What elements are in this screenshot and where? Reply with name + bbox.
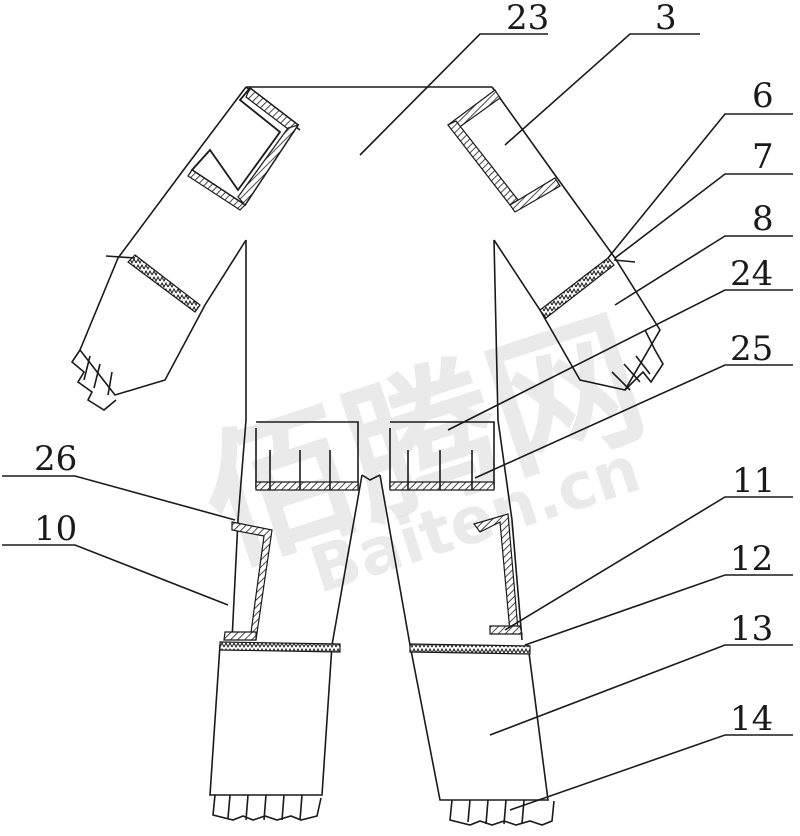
label-11: 11 <box>732 461 775 501</box>
shoulder-pad-left <box>187 86 300 211</box>
right-sleeve <box>491 86 661 391</box>
label-12: 12 <box>730 539 773 579</box>
callout-labels: 23 3 6 7 8 24 25 26 10 11 12 13 14 <box>34 0 775 739</box>
label-8: 8 <box>752 199 774 239</box>
left-elbow-band <box>105 254 201 313</box>
right-leg <box>379 474 549 801</box>
shoulder-pad-right <box>447 89 561 213</box>
label-3: 3 <box>655 0 677 38</box>
label-10: 10 <box>34 509 77 549</box>
right-ankle-cuff <box>449 799 555 826</box>
leader-lines <box>2 33 793 811</box>
label-25: 25 <box>730 329 773 369</box>
left-sleeve <box>79 86 301 396</box>
left-cuff <box>70 349 117 411</box>
label-13: 13 <box>730 609 773 649</box>
left-chest-pocket <box>255 421 359 491</box>
right-cuff <box>611 329 664 391</box>
label-7: 7 <box>752 137 774 177</box>
label-14: 14 <box>730 699 773 739</box>
right-knee-band <box>409 643 531 655</box>
left-hip-pocket <box>223 521 273 641</box>
label-24: 24 <box>730 254 773 294</box>
label-23: 23 <box>506 0 549 38</box>
watermark: 佰腾网 Baiten.cn <box>182 291 664 609</box>
right-chest-pocket <box>389 421 495 491</box>
left-leg <box>209 474 363 796</box>
label-6: 6 <box>752 76 774 116</box>
right-elbow-band <box>539 257 636 319</box>
label-26: 26 <box>34 439 77 479</box>
left-knee-band <box>219 641 341 653</box>
left-ankle-cuff <box>212 794 322 821</box>
coverall-outline <box>231 86 523 641</box>
